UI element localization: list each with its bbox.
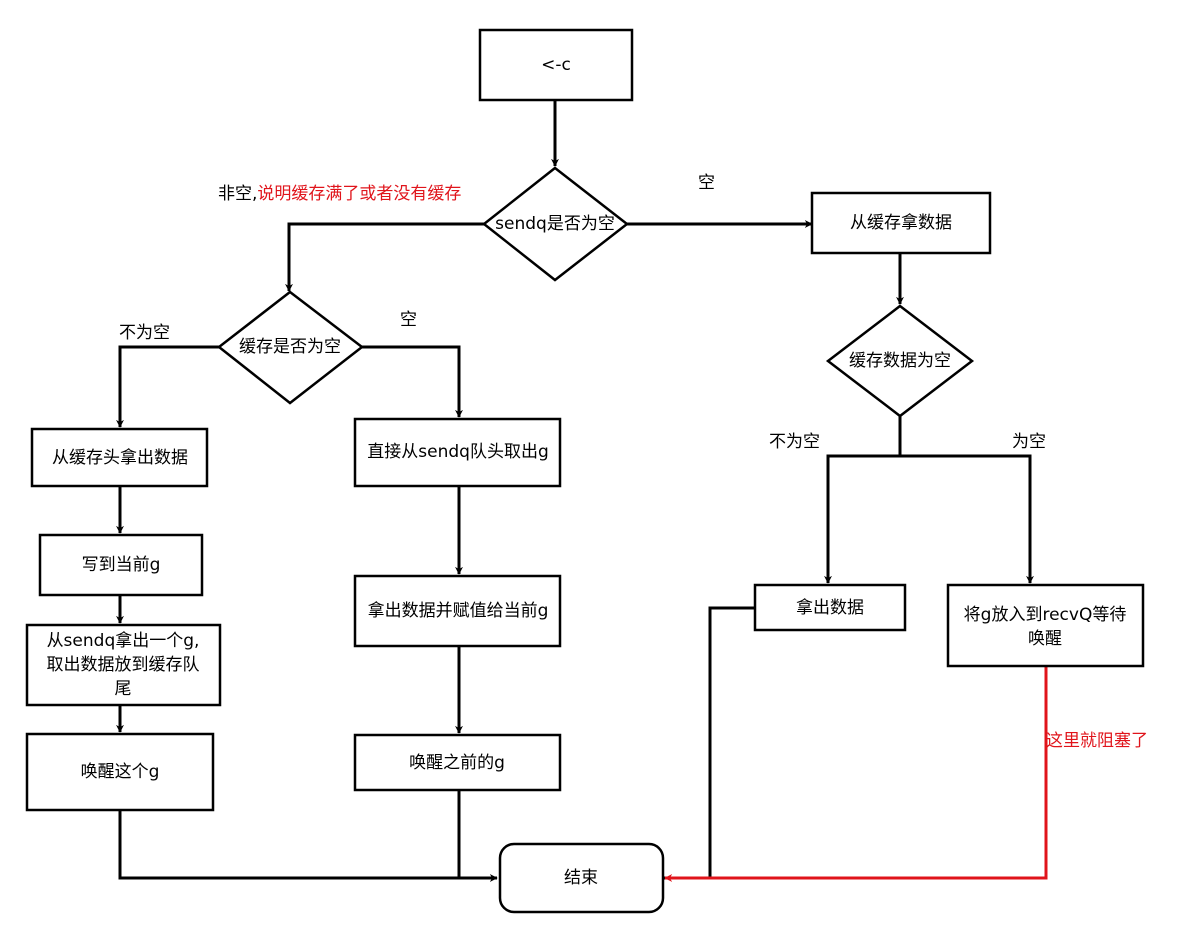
node-park-line2: 唤醒 [1028, 629, 1062, 649]
node-direct-from-sendq: 直接从sendq队头取出g [367, 442, 548, 462]
node-take-from-buffer-box [810, 191, 992, 255]
edge-buffer-empty-to-head [116, 345, 219, 428]
node-take-g-line2: 取出数据放到缓存队 [47, 655, 200, 675]
label-is-empty-right: 为空 [1012, 432, 1046, 452]
edge-buffer-empty-to-direct [362, 345, 463, 418]
edge-take-data-to-end [663, 606, 755, 880]
node-buffer-empty-diamond [216, 290, 365, 405]
node-park-line1: 将g放入到recvQ等待 [964, 605, 1127, 625]
node-wake-prev-g: 唤醒之前的g [409, 753, 505, 773]
label-empty-top: 空 [698, 173, 715, 193]
node-sendq-empty-diamond [481, 166, 630, 282]
label-not-empty-reason: 说明缓存满了或者没有缓存 [257, 184, 461, 204]
node-take-from-buffer-head: 从缓存头拿出数据 [52, 447, 188, 468]
label-not-empty-right: 不为空 [769, 432, 820, 452]
node-end: 结束 [564, 868, 598, 888]
label-not-empty: 非空,说明缓存满了或者没有缓存 [218, 184, 461, 204]
node-take-from-buffer-head-box [30, 427, 209, 488]
node-buffer-data-empty-diamond [825, 304, 975, 418]
node-take-assign: 拿出数据并赋值给当前g [368, 600, 549, 621]
node-take-assign-box [353, 574, 562, 648]
label-not-empty-prefix: 非空, [218, 184, 257, 204]
node-start: <-c [541, 55, 571, 75]
node-start-box [478, 28, 634, 102]
node-take-g-line1: 从sendq拿出一个g, [47, 630, 200, 651]
label-not-empty-left: 不为空 [119, 323, 170, 343]
edge-wake-this-to-end [118, 810, 498, 882]
edge-buffer-data-empty-to-park [900, 454, 1034, 584]
node-sendq-empty: sendq是否为空 [495, 214, 615, 234]
node-end-box [498, 842, 665, 914]
node-write-current-g: 写到当前g [82, 555, 161, 575]
node-direct-from-sendq-box [353, 417, 562, 488]
node-buffer-data-empty: 缓存数据为空 [849, 351, 951, 371]
node-park-box [946, 583, 1145, 668]
edge-buffer-data-empty-split [824, 416, 902, 584]
label-empty-mid: 空 [400, 310, 417, 330]
node-take-from-buffer: 从缓存拿数据 [850, 212, 952, 233]
node-take-g-line3: 尾 [115, 679, 132, 699]
edge-sendq-to-buffer-empty [285, 222, 484, 292]
node-wake-this-g: 唤醒这个g [81, 762, 160, 782]
node-wake-this-g-box [25, 732, 215, 812]
node-take-data: 拿出数据 [796, 597, 864, 618]
edge-park-to-end-blocked [664, 666, 1048, 882]
label-blocked-here: 这里就阻塞了 [1046, 731, 1148, 751]
node-take-data-box [753, 583, 907, 632]
node-buffer-empty: 缓存是否为空 [239, 337, 341, 357]
node-take-g-box [25, 623, 222, 707]
node-wake-prev-g-box [353, 733, 562, 792]
node-write-current-g-box [38, 533, 204, 597]
